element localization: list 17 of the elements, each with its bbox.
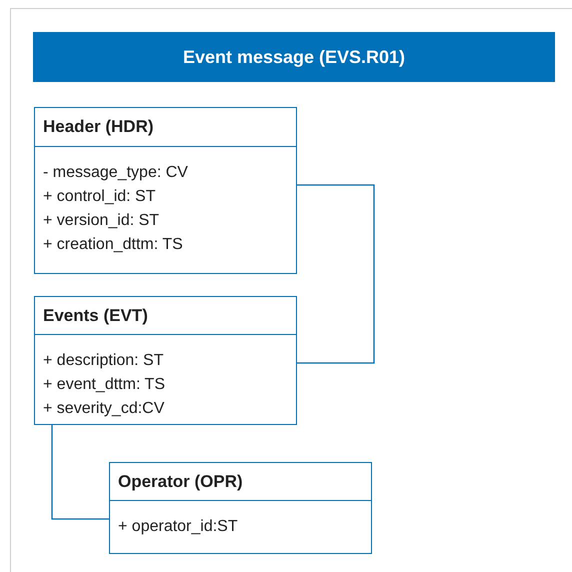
class-name: Events (EVT) (43, 304, 148, 327)
attribute-text: + severity_cd:CV (43, 399, 166, 419)
connector-line (297, 184, 375, 364)
connector-line (51, 425, 109, 520)
attribute-text: + control_id: ST (43, 187, 156, 207)
attribute-text: + event_dttm: TS (43, 375, 166, 395)
class-name: Operator (OPR) (118, 470, 243, 493)
class-name: Header (HDR) (43, 116, 154, 138)
attribute-text: - message_type: CV (43, 163, 189, 183)
attribute-text: + operator_id:ST (118, 517, 239, 537)
class-box (109, 462, 372, 554)
title: Event message (EVS.R01) (182, 46, 406, 69)
class-box (34, 296, 297, 425)
attribute-text: + version_id: ST (43, 211, 160, 231)
class-box (34, 107, 297, 274)
attribute-text: + creation_dttm: TS (43, 235, 184, 255)
attribute-text: + description: ST (43, 351, 164, 371)
